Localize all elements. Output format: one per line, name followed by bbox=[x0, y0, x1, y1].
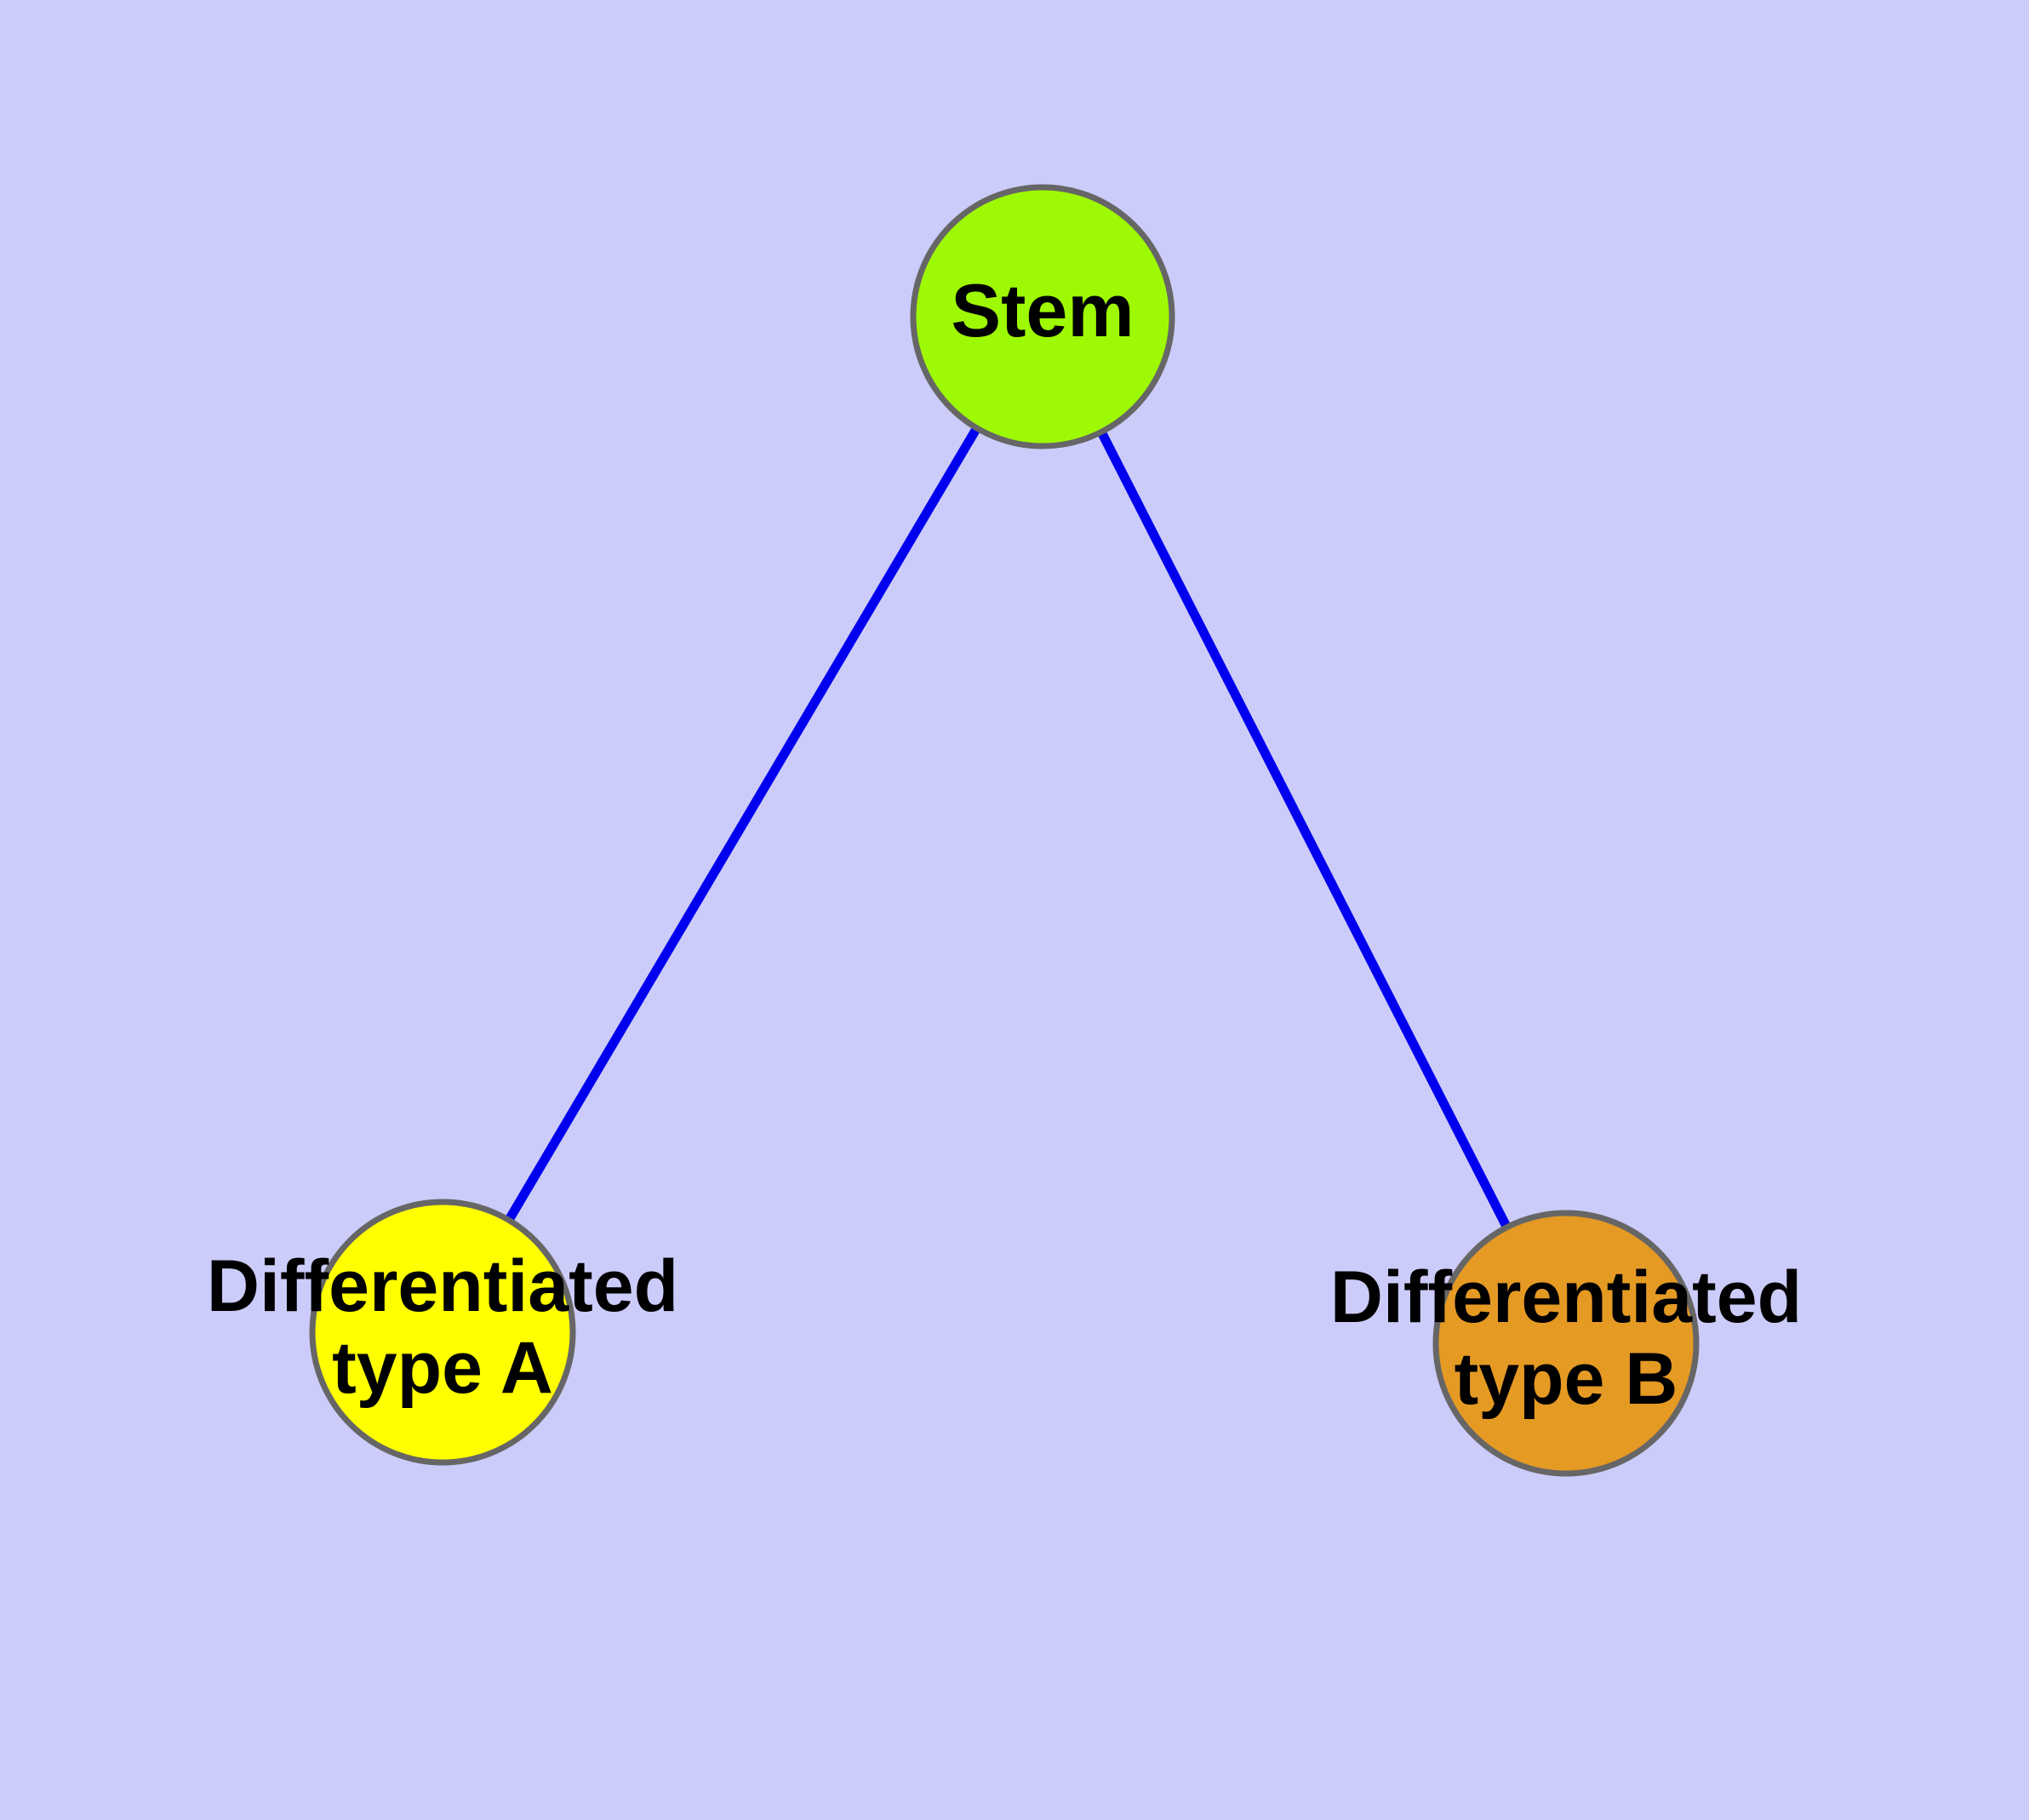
node-label-stem: Stem bbox=[951, 268, 1134, 352]
node-circle-differentiated-type-b[interactable] bbox=[1432, 1210, 1700, 1477]
edges-layer bbox=[504, 424, 1512, 1231]
node-circle-stem[interactable] bbox=[910, 184, 1175, 449]
edge-stem-to-differentiated-type-a[interactable] bbox=[504, 424, 982, 1224]
node-circle-differentiated-type-a[interactable] bbox=[309, 1199, 576, 1466]
edge-stem-to-differentiated-type-b[interactable] bbox=[1096, 428, 1512, 1231]
node-stem[interactable]: Stem bbox=[910, 184, 1175, 449]
